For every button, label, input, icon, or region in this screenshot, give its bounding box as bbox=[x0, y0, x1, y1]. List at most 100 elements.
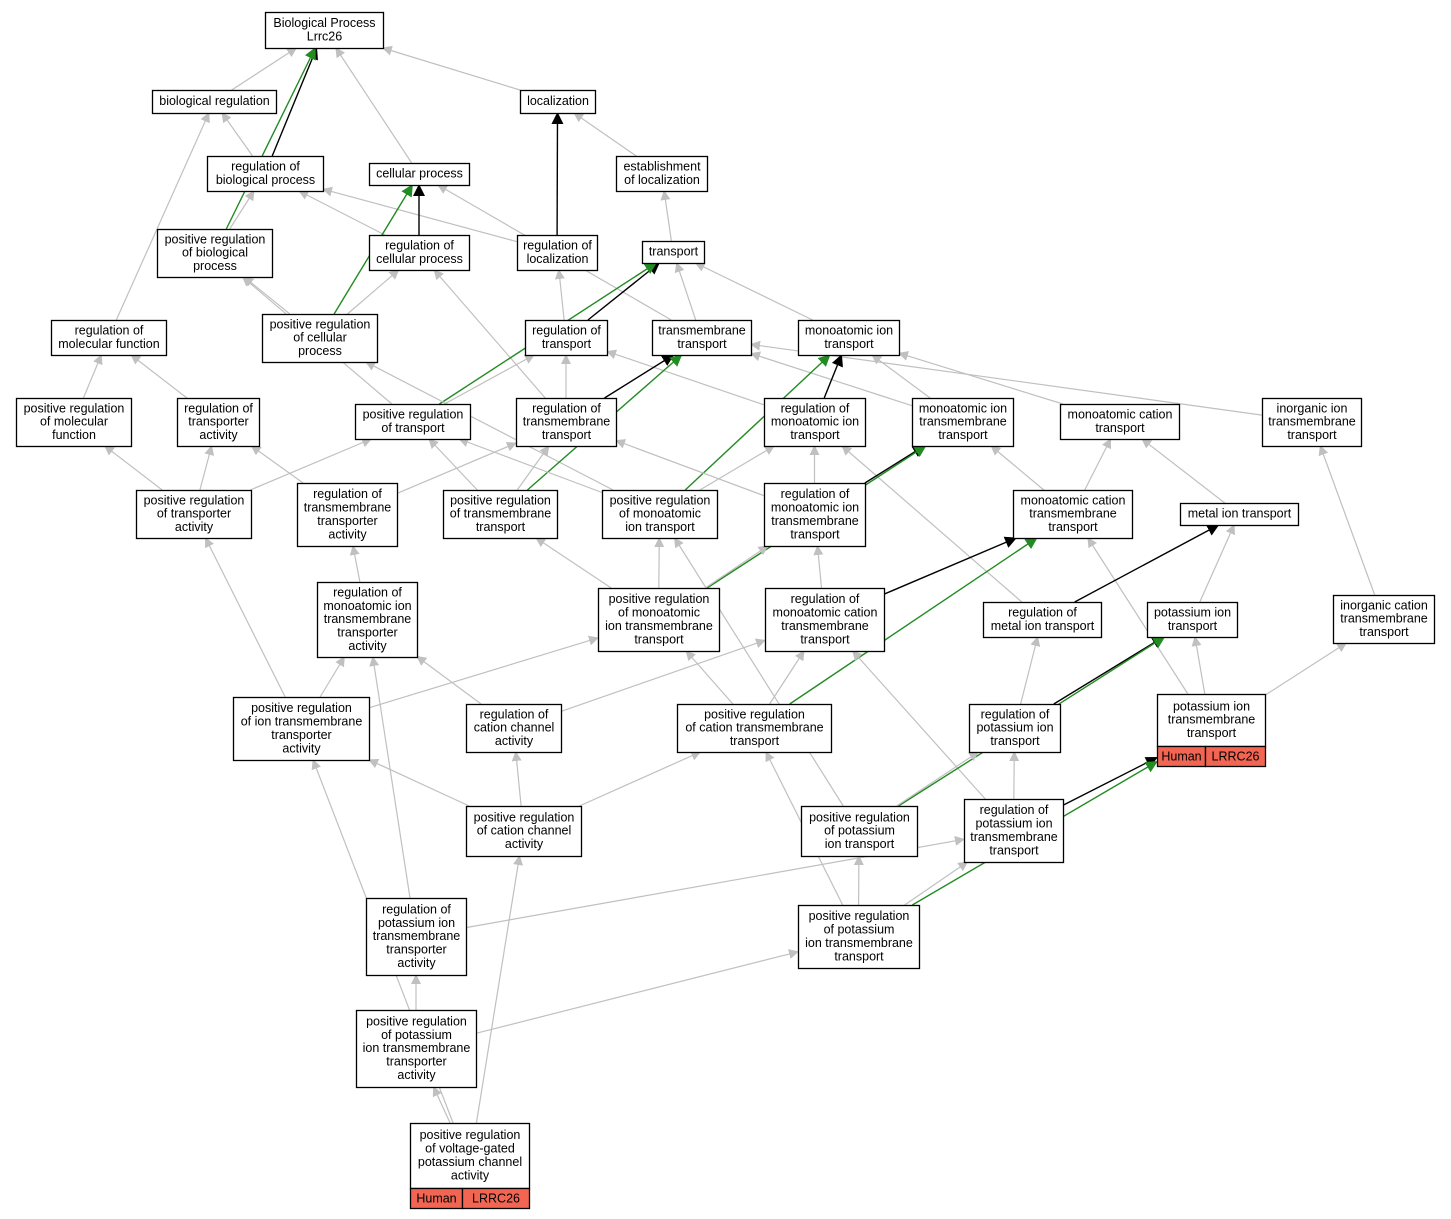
edge-layer bbox=[82, 45, 1376, 1124]
term-label: regulation of bbox=[382, 902, 451, 916]
term-label: transport bbox=[989, 843, 1039, 857]
term-label: transport bbox=[790, 527, 840, 541]
edge-is-a bbox=[475, 949, 799, 1034]
term-node[interactable]: transport bbox=[641, 240, 706, 265]
edge-regulates bbox=[883, 536, 1018, 595]
edge-is-a bbox=[433, 269, 546, 399]
term-label: transport bbox=[542, 337, 592, 351]
term-label: of cellular bbox=[293, 331, 347, 345]
term-label: transmembrane bbox=[1268, 415, 1356, 429]
term-label: regulation of bbox=[184, 401, 253, 415]
edge-positively-regulates bbox=[684, 354, 831, 491]
term-box bbox=[176, 397, 261, 448]
term-node[interactable]: metal ion transport bbox=[1179, 502, 1300, 527]
term-label: monoatomic ion bbox=[771, 501, 859, 515]
edge-positively-regulates bbox=[225, 47, 316, 230]
term-label: activity bbox=[282, 741, 321, 755]
term-box bbox=[764, 587, 886, 653]
term-node[interactable]: biological regulation bbox=[151, 89, 278, 115]
edge-is-a bbox=[475, 855, 524, 1124]
term-box bbox=[368, 162, 471, 187]
edge-is-a bbox=[1318, 445, 1376, 596]
term-label: transporter bbox=[188, 415, 248, 429]
term-label: positive regulation bbox=[474, 810, 575, 824]
term-box bbox=[797, 319, 901, 357]
term-node[interactable]: cellular process bbox=[368, 162, 471, 187]
edge-is-a bbox=[243, 276, 291, 315]
term-label: transport bbox=[990, 734, 1040, 748]
term-label: transporter bbox=[317, 514, 377, 528]
edge-is-a bbox=[396, 441, 517, 494]
edge-is-a bbox=[298, 190, 386, 236]
term-label: potassium channel bbox=[418, 1155, 522, 1169]
term-box bbox=[763, 482, 867, 548]
term-label: transporter bbox=[386, 943, 446, 957]
term-label: function bbox=[52, 428, 96, 442]
term-label: monoatomic ion bbox=[771, 415, 859, 429]
term-box bbox=[135, 489, 253, 540]
edge-is-a bbox=[694, 262, 813, 321]
term-node[interactable]: potassium iontransmembranetransportHuman… bbox=[1156, 693, 1267, 768]
edge-is-a bbox=[573, 112, 637, 157]
term-label: activity bbox=[495, 734, 534, 748]
species-label: Human bbox=[416, 1192, 456, 1206]
edge-is-a bbox=[104, 445, 163, 491]
edge-is-a bbox=[1009, 751, 1020, 800]
term-node[interactable]: regulation oftransmembranetransporteract… bbox=[296, 482, 399, 548]
term-label: regulation of bbox=[333, 585, 402, 599]
term-node[interactable]: localization bbox=[519, 89, 597, 115]
edge-is-a bbox=[322, 186, 518, 243]
edge-regulates bbox=[823, 354, 843, 399]
term-box bbox=[156, 228, 274, 279]
term-label: transporter bbox=[337, 626, 397, 640]
term-label: positive regulation bbox=[610, 493, 711, 507]
edge-is-a bbox=[579, 751, 702, 807]
term-label: transporter bbox=[386, 1055, 446, 1069]
edge-is-a bbox=[1199, 524, 1236, 603]
term-label: process bbox=[298, 344, 342, 358]
gene-label: LRRC26 bbox=[472, 1192, 520, 1206]
